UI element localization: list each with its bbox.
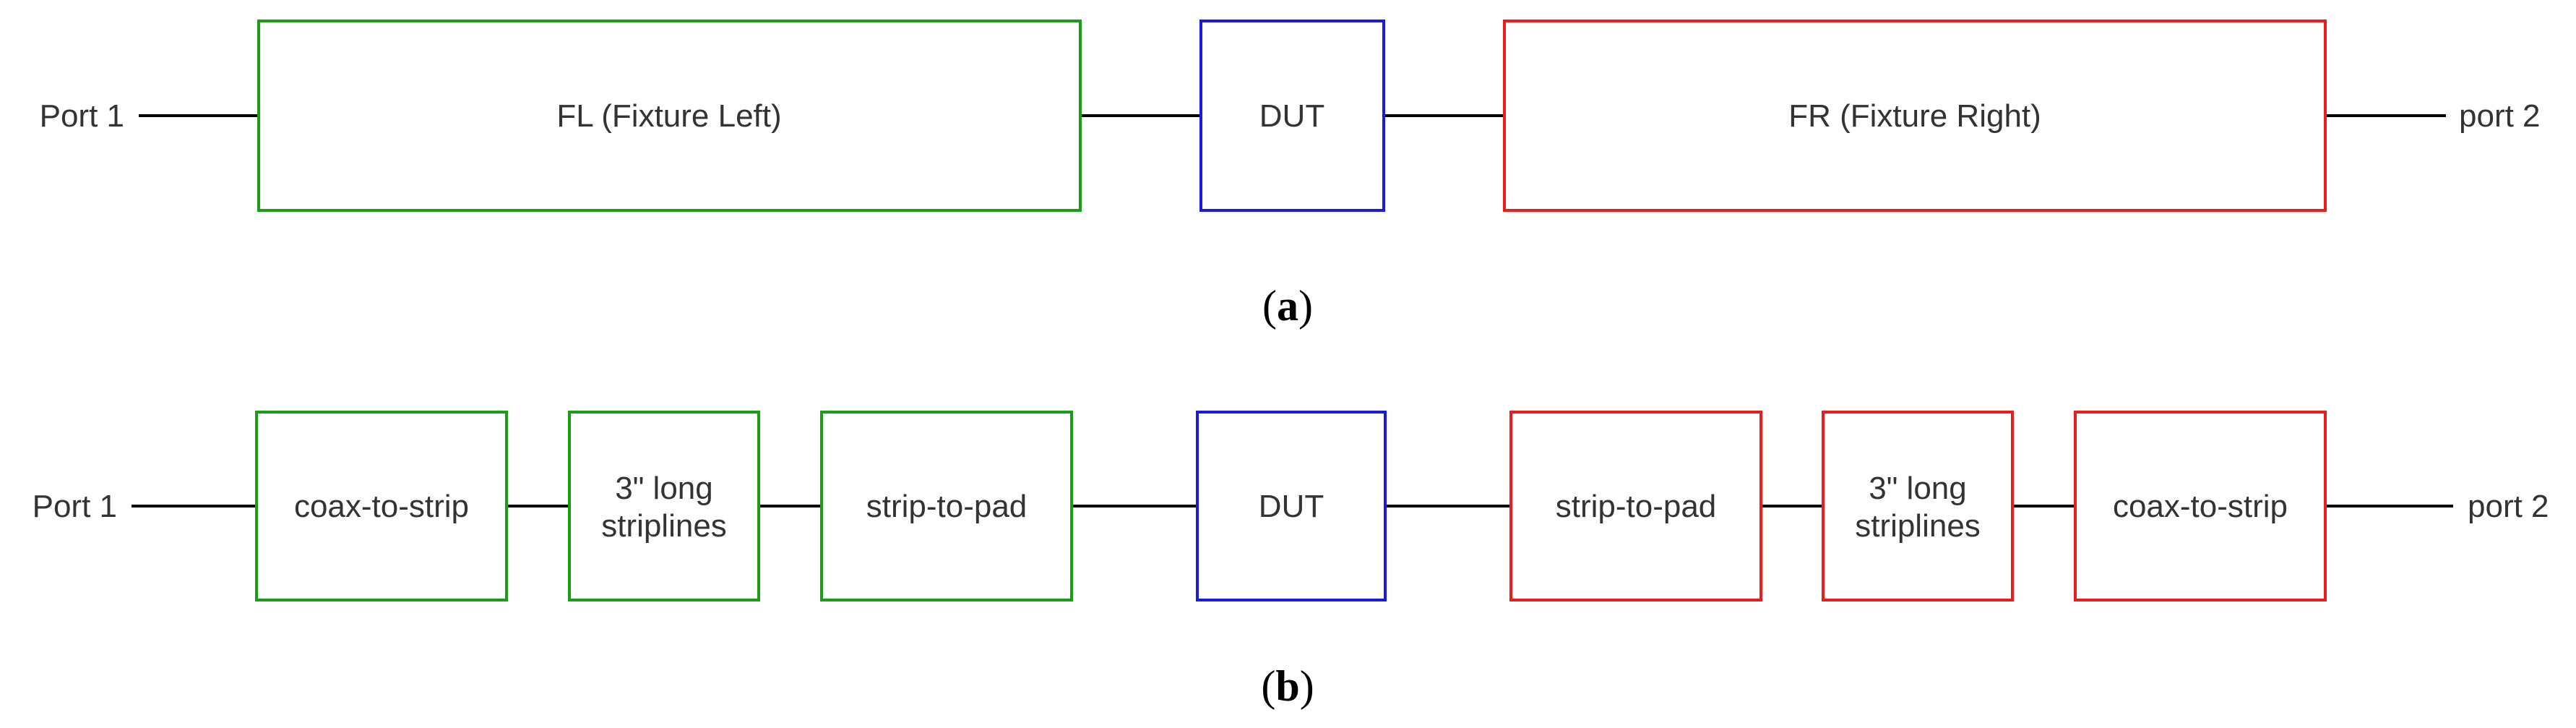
right-striplines-line-1: 3" long [1869,471,1967,506]
left-strip-to-pad-box [820,411,1073,601]
port-2-label-a: port 2 [2459,98,2541,134]
caption-a-open: ( [1262,282,1277,330]
right-coax-to-strip-box [2074,411,2327,601]
port-2-label-b: port 2 [2468,489,2549,524]
caption-a: (a) [1262,282,1313,330]
port-1-label-a: Port 1 [40,98,124,134]
caption-a-letter: a [1277,282,1298,330]
left-strip-to-pad-block: strip-to-pad [820,411,1073,601]
left-striplines-line-2: striplines [601,508,727,544]
left-coax-to-strip-box [255,411,508,601]
left-coax-to-strip-block: coax-to-strip [255,411,508,601]
dut-label-b: DUT [1259,489,1324,524]
fixture-right-box [1503,20,2327,212]
dut-box-a [1199,20,1385,212]
right-coax-to-strip-label: coax-to-strip [2113,489,2288,524]
dut-block-a: DUT [1199,20,1385,212]
fixture-left-box [257,20,1082,212]
fixture-left-block: FL (Fixture Left) [257,20,1082,212]
fixture-right-label: FR (Fixture Right) [1788,98,2041,134]
caption-a-close: ) [1298,282,1313,330]
dut-label-a: DUT [1259,98,1324,134]
fixture-right-block: FR (Fixture Right) [1503,20,2327,212]
right-strip-to-pad-block: strip-to-pad [1509,411,1762,601]
caption-b: (b) [1261,662,1314,710]
left-striplines-line-1: 3" long [615,471,713,506]
left-coax-to-strip-label: coax-to-strip [294,489,469,524]
right-striplines-box [1822,411,2014,601]
right-strip-to-pad-box [1509,411,1762,601]
left-striplines-box [568,411,760,601]
dut-block-b: DUT [1196,411,1387,601]
right-coax-to-strip-block: coax-to-strip [2074,411,2327,601]
caption-b-close: ) [1300,662,1314,710]
caption-b-letter: b [1275,662,1299,710]
left-strip-to-pad-label: strip-to-pad [866,489,1028,524]
right-striplines-line-2: striplines [1855,508,1981,544]
caption-b-open: ( [1261,662,1275,710]
diagram-a: Port 1 port 2 FL (Fixture Left) DUT FR (… [40,20,2541,330]
right-strip-to-pad-label: strip-to-pad [1556,489,1717,524]
dut-box-b [1196,411,1387,601]
port-1-label-b: Port 1 [33,489,117,524]
fixture-left-label: FL (Fixture Left) [556,98,781,134]
